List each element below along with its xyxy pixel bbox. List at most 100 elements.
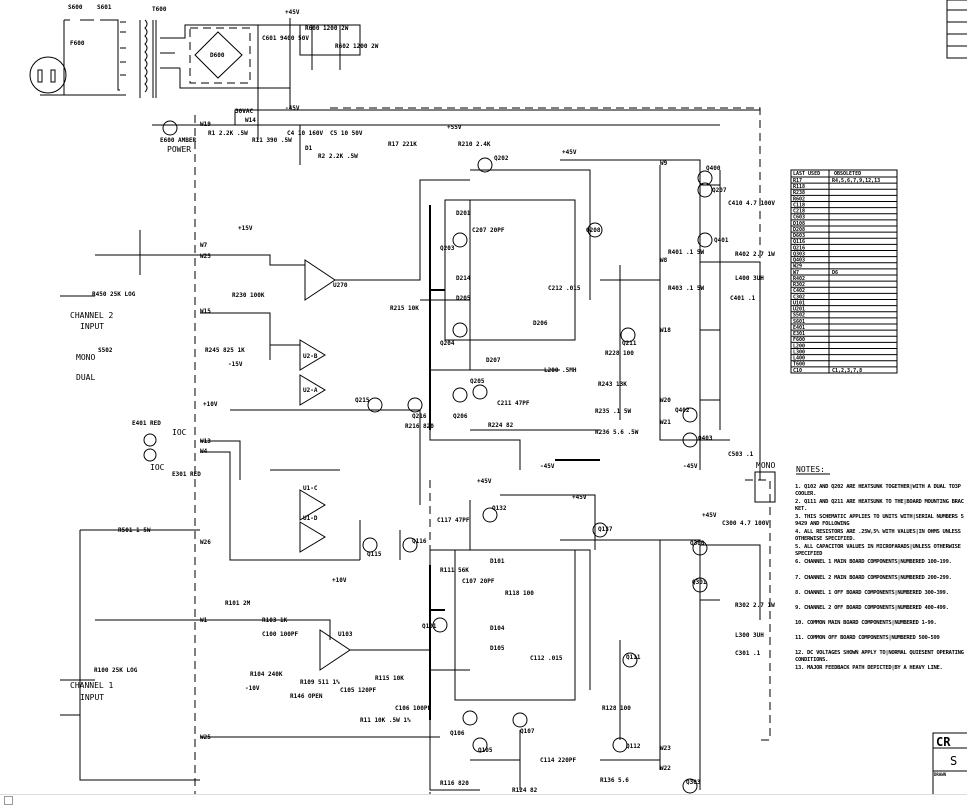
label: C106 100PF xyxy=(395,705,432,712)
label: W8 xyxy=(660,257,668,264)
label: R224 82 xyxy=(488,422,514,429)
label: C300 4.7 100V xyxy=(722,520,769,527)
table-cell: D6 xyxy=(832,270,838,276)
label: Q106 xyxy=(450,730,465,737)
label: W21 xyxy=(660,419,671,426)
label: Q206 xyxy=(453,413,468,420)
table-cell: U201 xyxy=(793,307,805,313)
label: W23 xyxy=(660,745,671,752)
table-cell: T600 xyxy=(793,362,805,368)
label: C211 47PF xyxy=(497,400,530,407)
label: R602 1200 2W xyxy=(335,43,379,50)
label: D207 xyxy=(486,357,501,364)
label: Q204 xyxy=(440,340,455,347)
label: D1 xyxy=(305,145,313,152)
table-cell: W29 xyxy=(793,264,802,270)
label: D206 xyxy=(533,320,548,327)
label: R235 .1 5W xyxy=(595,408,632,415)
note-item: 4. ALL RESISTORS ARE .25W,5% WITH VALUES… xyxy=(795,529,961,542)
note-item: 1. Q102 AND Q202 ARE HEATSUNK TOGETHER|W… xyxy=(795,484,961,497)
label: W4 xyxy=(200,448,208,455)
label: R403 .1 5W xyxy=(668,285,705,292)
table-cell: F600 xyxy=(793,337,805,343)
label: R116 820 xyxy=(440,780,469,787)
label: C410 4.7 100V xyxy=(728,200,775,207)
label: R236 5.6 .5W xyxy=(595,429,639,436)
brand-logo: CR xyxy=(936,735,951,749)
label: Q115 xyxy=(367,551,382,558)
sheet-label: S xyxy=(950,754,957,768)
label: C100 100PF xyxy=(262,631,299,638)
label: D104 xyxy=(490,625,505,632)
label: Q215 xyxy=(355,397,370,404)
label: W19 xyxy=(200,121,211,128)
label: -15V xyxy=(228,361,243,368)
feedback-path xyxy=(429,205,600,720)
label: D214 xyxy=(456,275,471,282)
table-cell: D603 xyxy=(793,233,805,239)
label: W18 xyxy=(660,327,671,334)
note-item: 6. CHANNEL 1 MAIN BOARD COMPONENTS|NUMBE… xyxy=(795,559,952,566)
label: E600 AMBER xyxy=(160,137,197,144)
label: Q216 xyxy=(412,413,427,420)
notes: 1. Q102 AND Q202 ARE HEATSUNK TOGETHER|W… xyxy=(795,484,965,680)
label: C117 47PF xyxy=(437,517,470,524)
label: CHANNEL 1 xyxy=(70,681,114,690)
notes-heading-group: NOTES: xyxy=(796,465,830,475)
label: U2-A xyxy=(303,387,318,394)
label: R128 100 xyxy=(602,705,631,712)
drawn-label: DRAWN xyxy=(934,772,947,777)
label: C301 .1 xyxy=(735,650,761,657)
table-cell: Q216 xyxy=(793,245,805,251)
label: U1-D xyxy=(303,515,318,522)
label: R600 1200 2W xyxy=(305,25,349,32)
label: W1 xyxy=(200,617,208,624)
label: 30VAC xyxy=(235,108,253,115)
note-item: 13. MAJOR FEEDBACK PATH DEPICTED|BY A HE… xyxy=(795,665,943,672)
label: R230 100K xyxy=(232,292,265,299)
label: R109 511 1% xyxy=(300,679,340,686)
table-cell: R4,5,6,7,9,12,13 xyxy=(832,178,880,184)
table-cell: C1,2,3,7,8 xyxy=(832,368,862,374)
label: -10V xyxy=(245,685,260,692)
notes-heading: NOTES: xyxy=(796,465,825,474)
label: R146 OPEN xyxy=(290,693,323,700)
label: POWER xyxy=(167,145,191,154)
label: R104 240K xyxy=(250,671,283,678)
label: S502 xyxy=(98,347,113,354)
label: INPUT xyxy=(80,322,104,331)
label: C4 10 160V xyxy=(287,130,324,137)
label: U1-C xyxy=(303,485,318,492)
table-cell: C218 xyxy=(793,209,805,215)
mono-jumper[interactable] xyxy=(754,471,776,503)
label: Q107 xyxy=(520,728,535,735)
table-cell: L200 xyxy=(793,343,805,349)
label: W9 xyxy=(660,160,668,167)
label: R100 25K LOG xyxy=(94,667,138,674)
label: DUAL xyxy=(76,373,95,382)
label: D201 xyxy=(456,210,471,217)
label: D600 xyxy=(210,52,225,59)
table-cell: Q303 xyxy=(793,251,805,257)
revision-block xyxy=(946,0,967,59)
label: Q400 xyxy=(706,165,721,172)
label: +15V xyxy=(238,225,253,232)
label: R17 221K xyxy=(388,141,417,148)
label: Q211 xyxy=(622,340,637,347)
label: Q401 xyxy=(714,237,729,244)
table-cell: D108 xyxy=(793,221,805,227)
label: MONO xyxy=(756,461,775,470)
label: C5 10 50V xyxy=(330,130,363,137)
table-cell: C118 xyxy=(793,202,805,208)
table-cell: C302 xyxy=(793,294,805,300)
table-cell: E401 xyxy=(793,325,805,331)
label: E301 RED xyxy=(172,471,201,478)
label: R216 820 xyxy=(405,423,434,430)
title-block: CR S DRAWN xyxy=(932,732,967,804)
label: C503 .1 xyxy=(728,451,754,458)
label: IOC xyxy=(172,428,187,437)
label: R111 56K xyxy=(440,567,469,574)
label: R11 10K .5W 1% xyxy=(360,717,411,724)
